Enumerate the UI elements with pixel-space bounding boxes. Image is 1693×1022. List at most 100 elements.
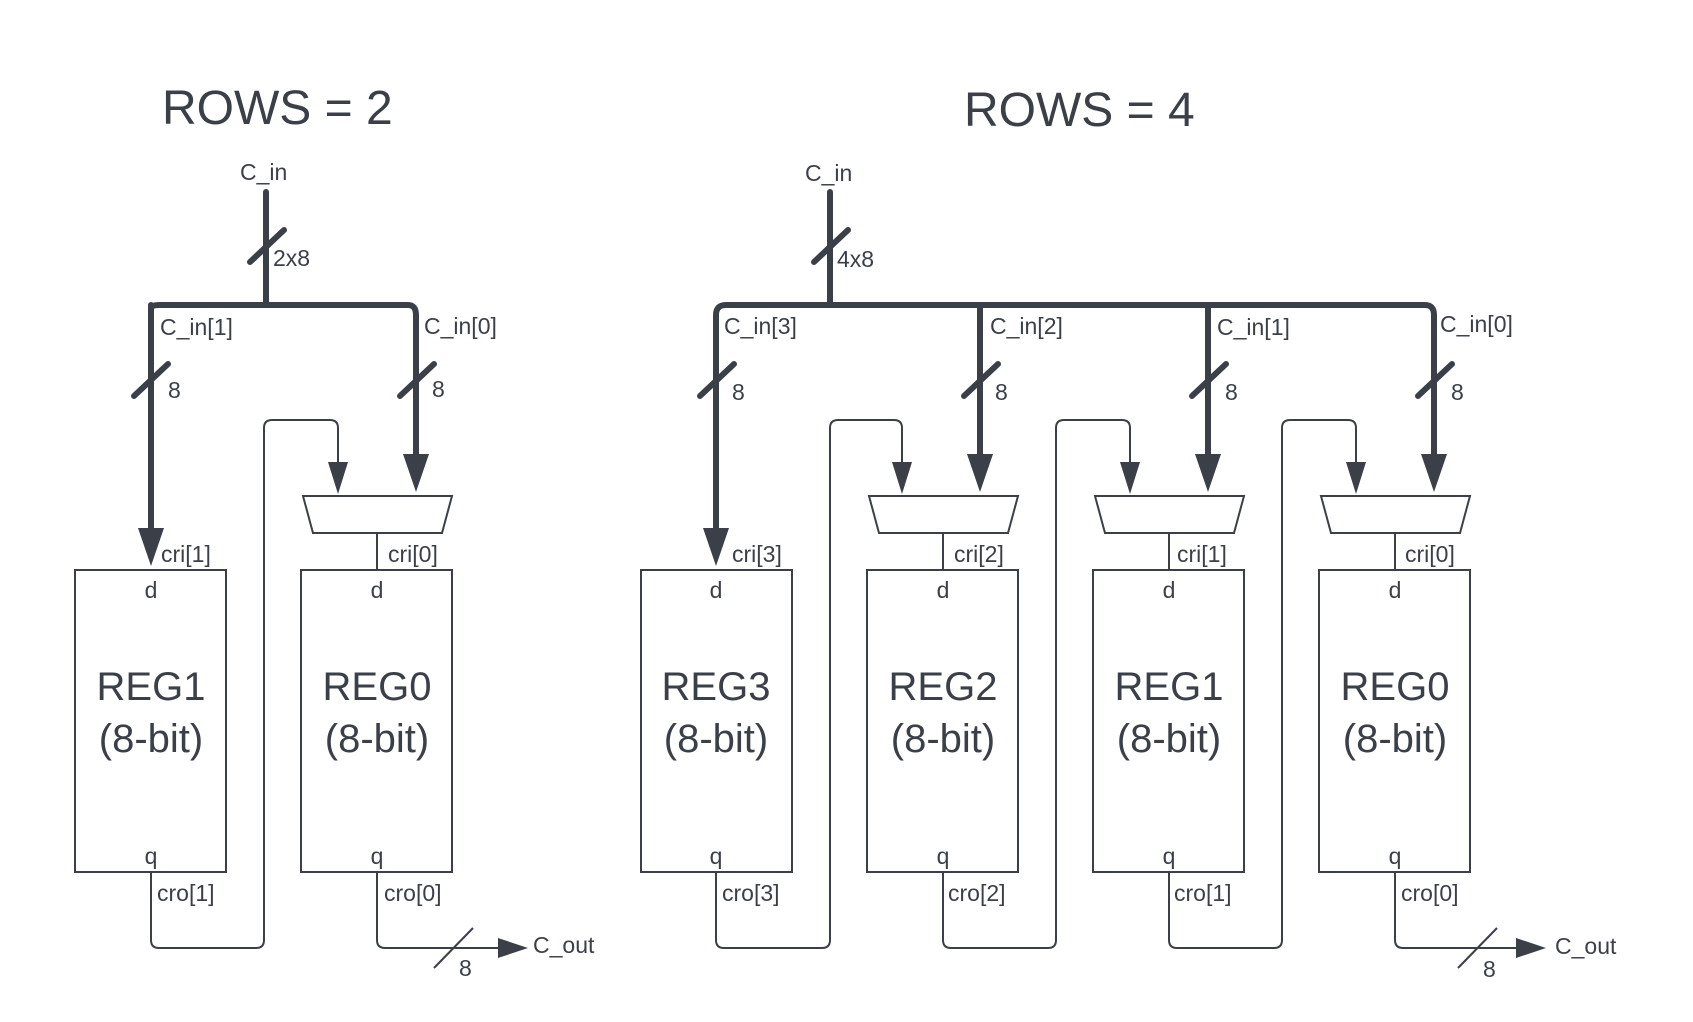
bus-slash bbox=[1189, 361, 1229, 399]
cri-label: cri[3] bbox=[732, 541, 782, 567]
branch-label: C_in[2] bbox=[990, 313, 1063, 339]
input-bus bbox=[713, 189, 1437, 533]
input-label: C_in bbox=[240, 159, 287, 185]
register-width: (8-bit) bbox=[325, 717, 429, 761]
output-wire bbox=[376, 872, 500, 949]
d-port-label: d bbox=[1163, 577, 1176, 603]
d-port-label: d bbox=[937, 577, 950, 603]
arrowhead bbox=[1421, 454, 1447, 492]
bus-slash bbox=[961, 361, 1001, 399]
bus-slash bbox=[811, 227, 851, 265]
output-width-label: 8 bbox=[1483, 956, 1496, 982]
cri-label: cri[1] bbox=[1177, 541, 1227, 567]
diagram-rows-4: ROWS = 4 C_in 4x8 C_in[3] C_in[2] C_in[1… bbox=[640, 84, 1617, 982]
mux bbox=[1093, 495, 1246, 534]
q-port-label: q bbox=[1163, 843, 1176, 869]
register-name: REG2 bbox=[889, 665, 998, 709]
cri-label: cri[1] bbox=[161, 541, 211, 567]
branch-label: C_in[0] bbox=[1440, 311, 1513, 337]
arrowhead bbox=[1346, 462, 1366, 494]
register-width: (8-bit) bbox=[1117, 717, 1221, 761]
register-name: REG1 bbox=[1115, 665, 1224, 709]
q-port-label: q bbox=[1389, 843, 1402, 869]
arrowhead bbox=[892, 462, 912, 494]
arrowhead bbox=[967, 454, 993, 492]
bus-slash bbox=[697, 361, 737, 399]
diagram-rows-2: ROWS = 2 C_in 2x8 C_in[1] C_in[0] 8 8 d … bbox=[74, 82, 595, 981]
input-width-label: 2x8 bbox=[273, 245, 310, 271]
mux bbox=[867, 495, 1020, 534]
branch-width-label: 8 bbox=[1451, 379, 1464, 405]
diagram-title: ROWS = 4 bbox=[964, 84, 1195, 137]
branch-width-label: 8 bbox=[732, 379, 745, 405]
feedback-wire bbox=[942, 419, 1131, 949]
arrowhead bbox=[403, 454, 429, 492]
branch-width-label: 8 bbox=[168, 377, 181, 403]
arrowhead bbox=[1516, 938, 1546, 958]
branch-width-label: 8 bbox=[1225, 379, 1238, 405]
register-box bbox=[74, 569, 227, 873]
mux bbox=[301, 495, 454, 534]
register-name: REG3 bbox=[662, 665, 771, 709]
branch-label: C_in[1] bbox=[160, 314, 233, 340]
cro-label: cro[1] bbox=[1174, 880, 1232, 906]
register-width: (8-bit) bbox=[99, 717, 203, 761]
arrowhead bbox=[1120, 462, 1140, 494]
q-port-label: q bbox=[371, 843, 384, 869]
branch-label: C_in[1] bbox=[1217, 314, 1290, 340]
q-port-label: q bbox=[937, 843, 950, 869]
feedback-wire bbox=[715, 419, 903, 949]
register-width: (8-bit) bbox=[664, 717, 768, 761]
register-name: REG0 bbox=[1341, 665, 1450, 709]
output-width-label: 8 bbox=[459, 955, 472, 981]
cro-label: cro[3] bbox=[722, 880, 780, 906]
q-port-label: q bbox=[710, 843, 723, 869]
output-wire bbox=[1394, 872, 1518, 949]
register-box bbox=[866, 569, 1019, 873]
arrowhead bbox=[498, 938, 528, 958]
cro-label: cro[0] bbox=[384, 880, 442, 906]
branch-width-label: 8 bbox=[995, 379, 1008, 405]
mux bbox=[1319, 495, 1472, 534]
bus-slash bbox=[1415, 361, 1455, 399]
arrowhead bbox=[328, 462, 348, 494]
register-name: REG1 bbox=[97, 665, 206, 709]
bus-slash bbox=[131, 361, 171, 399]
branch-label: C_in[0] bbox=[424, 313, 497, 339]
d-port-label: d bbox=[1389, 577, 1402, 603]
arrowhead bbox=[1195, 454, 1221, 492]
d-port-label: d bbox=[145, 577, 158, 603]
cro-label: cro[1] bbox=[157, 880, 215, 906]
d-port-label: d bbox=[371, 577, 384, 603]
cri-label: cri[2] bbox=[954, 541, 1004, 567]
diagram-title: ROWS = 2 bbox=[162, 82, 393, 135]
register-width: (8-bit) bbox=[1343, 717, 1447, 761]
bus-slash bbox=[397, 361, 437, 399]
cri-label: cri[0] bbox=[1405, 541, 1455, 567]
input-bus bbox=[148, 189, 419, 533]
bus-slash bbox=[433, 927, 474, 969]
register-box bbox=[1092, 569, 1245, 873]
cro-label: cro[2] bbox=[948, 880, 1006, 906]
cri-label: cri[0] bbox=[388, 541, 438, 567]
output-label: C_out bbox=[533, 932, 595, 958]
register-width: (8-bit) bbox=[891, 717, 995, 761]
d-port-label: d bbox=[710, 577, 723, 603]
register-box bbox=[300, 569, 453, 873]
bus-slash bbox=[1457, 927, 1498, 969]
input-label: C_in bbox=[805, 160, 852, 186]
cro-label: cro[0] bbox=[1401, 880, 1459, 906]
arrowhead bbox=[703, 528, 729, 566]
output-label: C_out bbox=[1555, 933, 1617, 959]
feedback-wire bbox=[1168, 419, 1357, 949]
branch-width-label: 8 bbox=[432, 376, 445, 402]
register-box bbox=[640, 569, 793, 873]
feedback-wire bbox=[150, 419, 339, 949]
q-port-label: q bbox=[145, 843, 158, 869]
bus-slash bbox=[247, 227, 287, 265]
register-name: REG0 bbox=[323, 665, 432, 709]
input-width-label: 4x8 bbox=[837, 246, 874, 272]
arrowhead bbox=[138, 528, 164, 566]
branch-label: C_in[3] bbox=[724, 313, 797, 339]
